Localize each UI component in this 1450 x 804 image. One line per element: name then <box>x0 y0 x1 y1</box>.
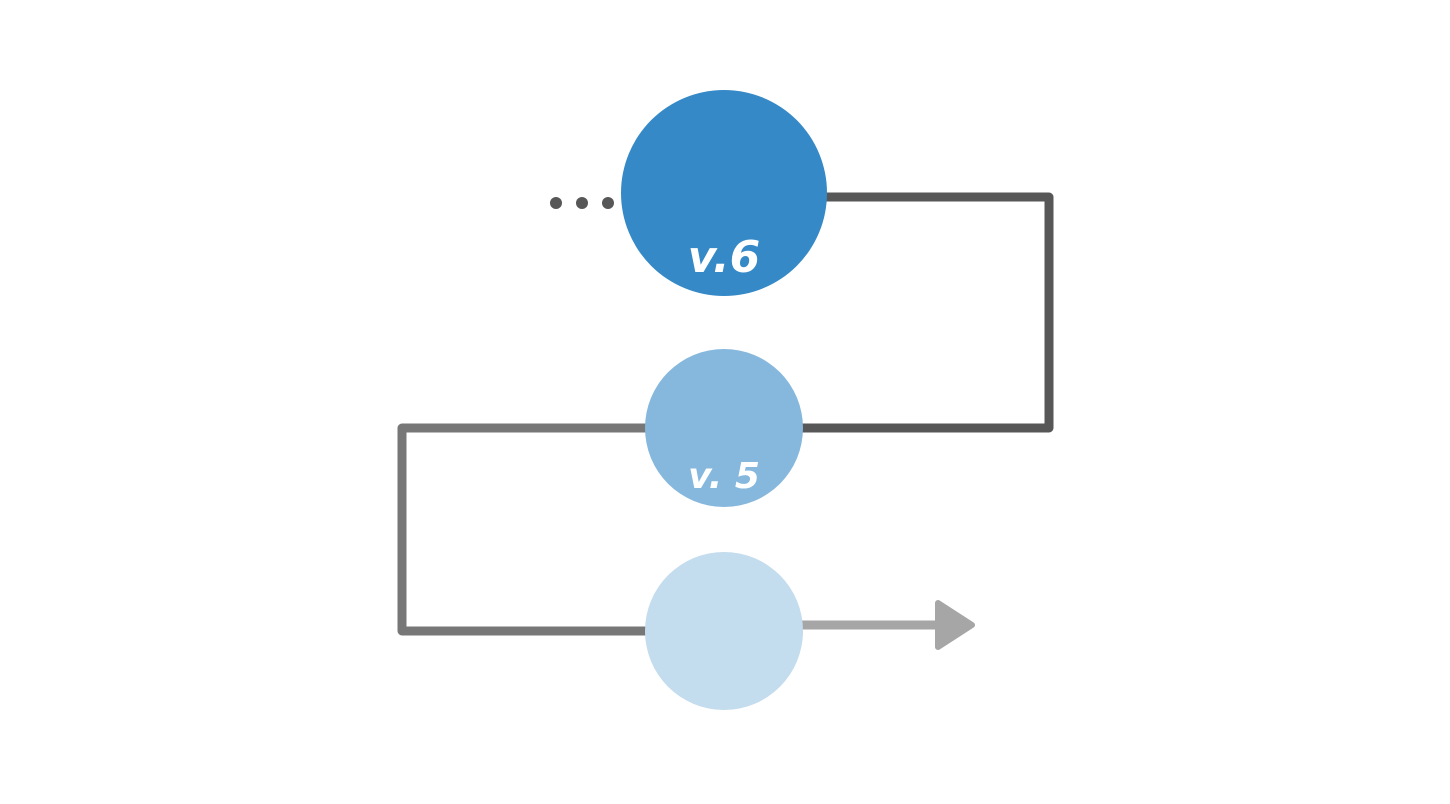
forward-arrow <box>790 600 975 650</box>
upper-loop-connector <box>790 192 1054 433</box>
ellipsis-dot <box>576 197 588 209</box>
version-node-v5: v. 5 <box>645 349 803 507</box>
version-node-next <box>645 552 803 710</box>
lower-loop-connector <box>397 423 660 636</box>
node-label-v6: v.6 <box>688 232 760 283</box>
node-circle <box>621 90 827 296</box>
arrowhead-icon <box>935 600 975 650</box>
ellipsis-dots <box>550 197 614 209</box>
node-circle <box>645 552 803 710</box>
version-node-v6: v.6 <box>621 90 827 296</box>
node-label-v5: v. 5 <box>688 456 760 497</box>
node-circle <box>645 349 803 507</box>
ellipsis-dot <box>550 197 562 209</box>
ellipsis-dot <box>602 197 614 209</box>
